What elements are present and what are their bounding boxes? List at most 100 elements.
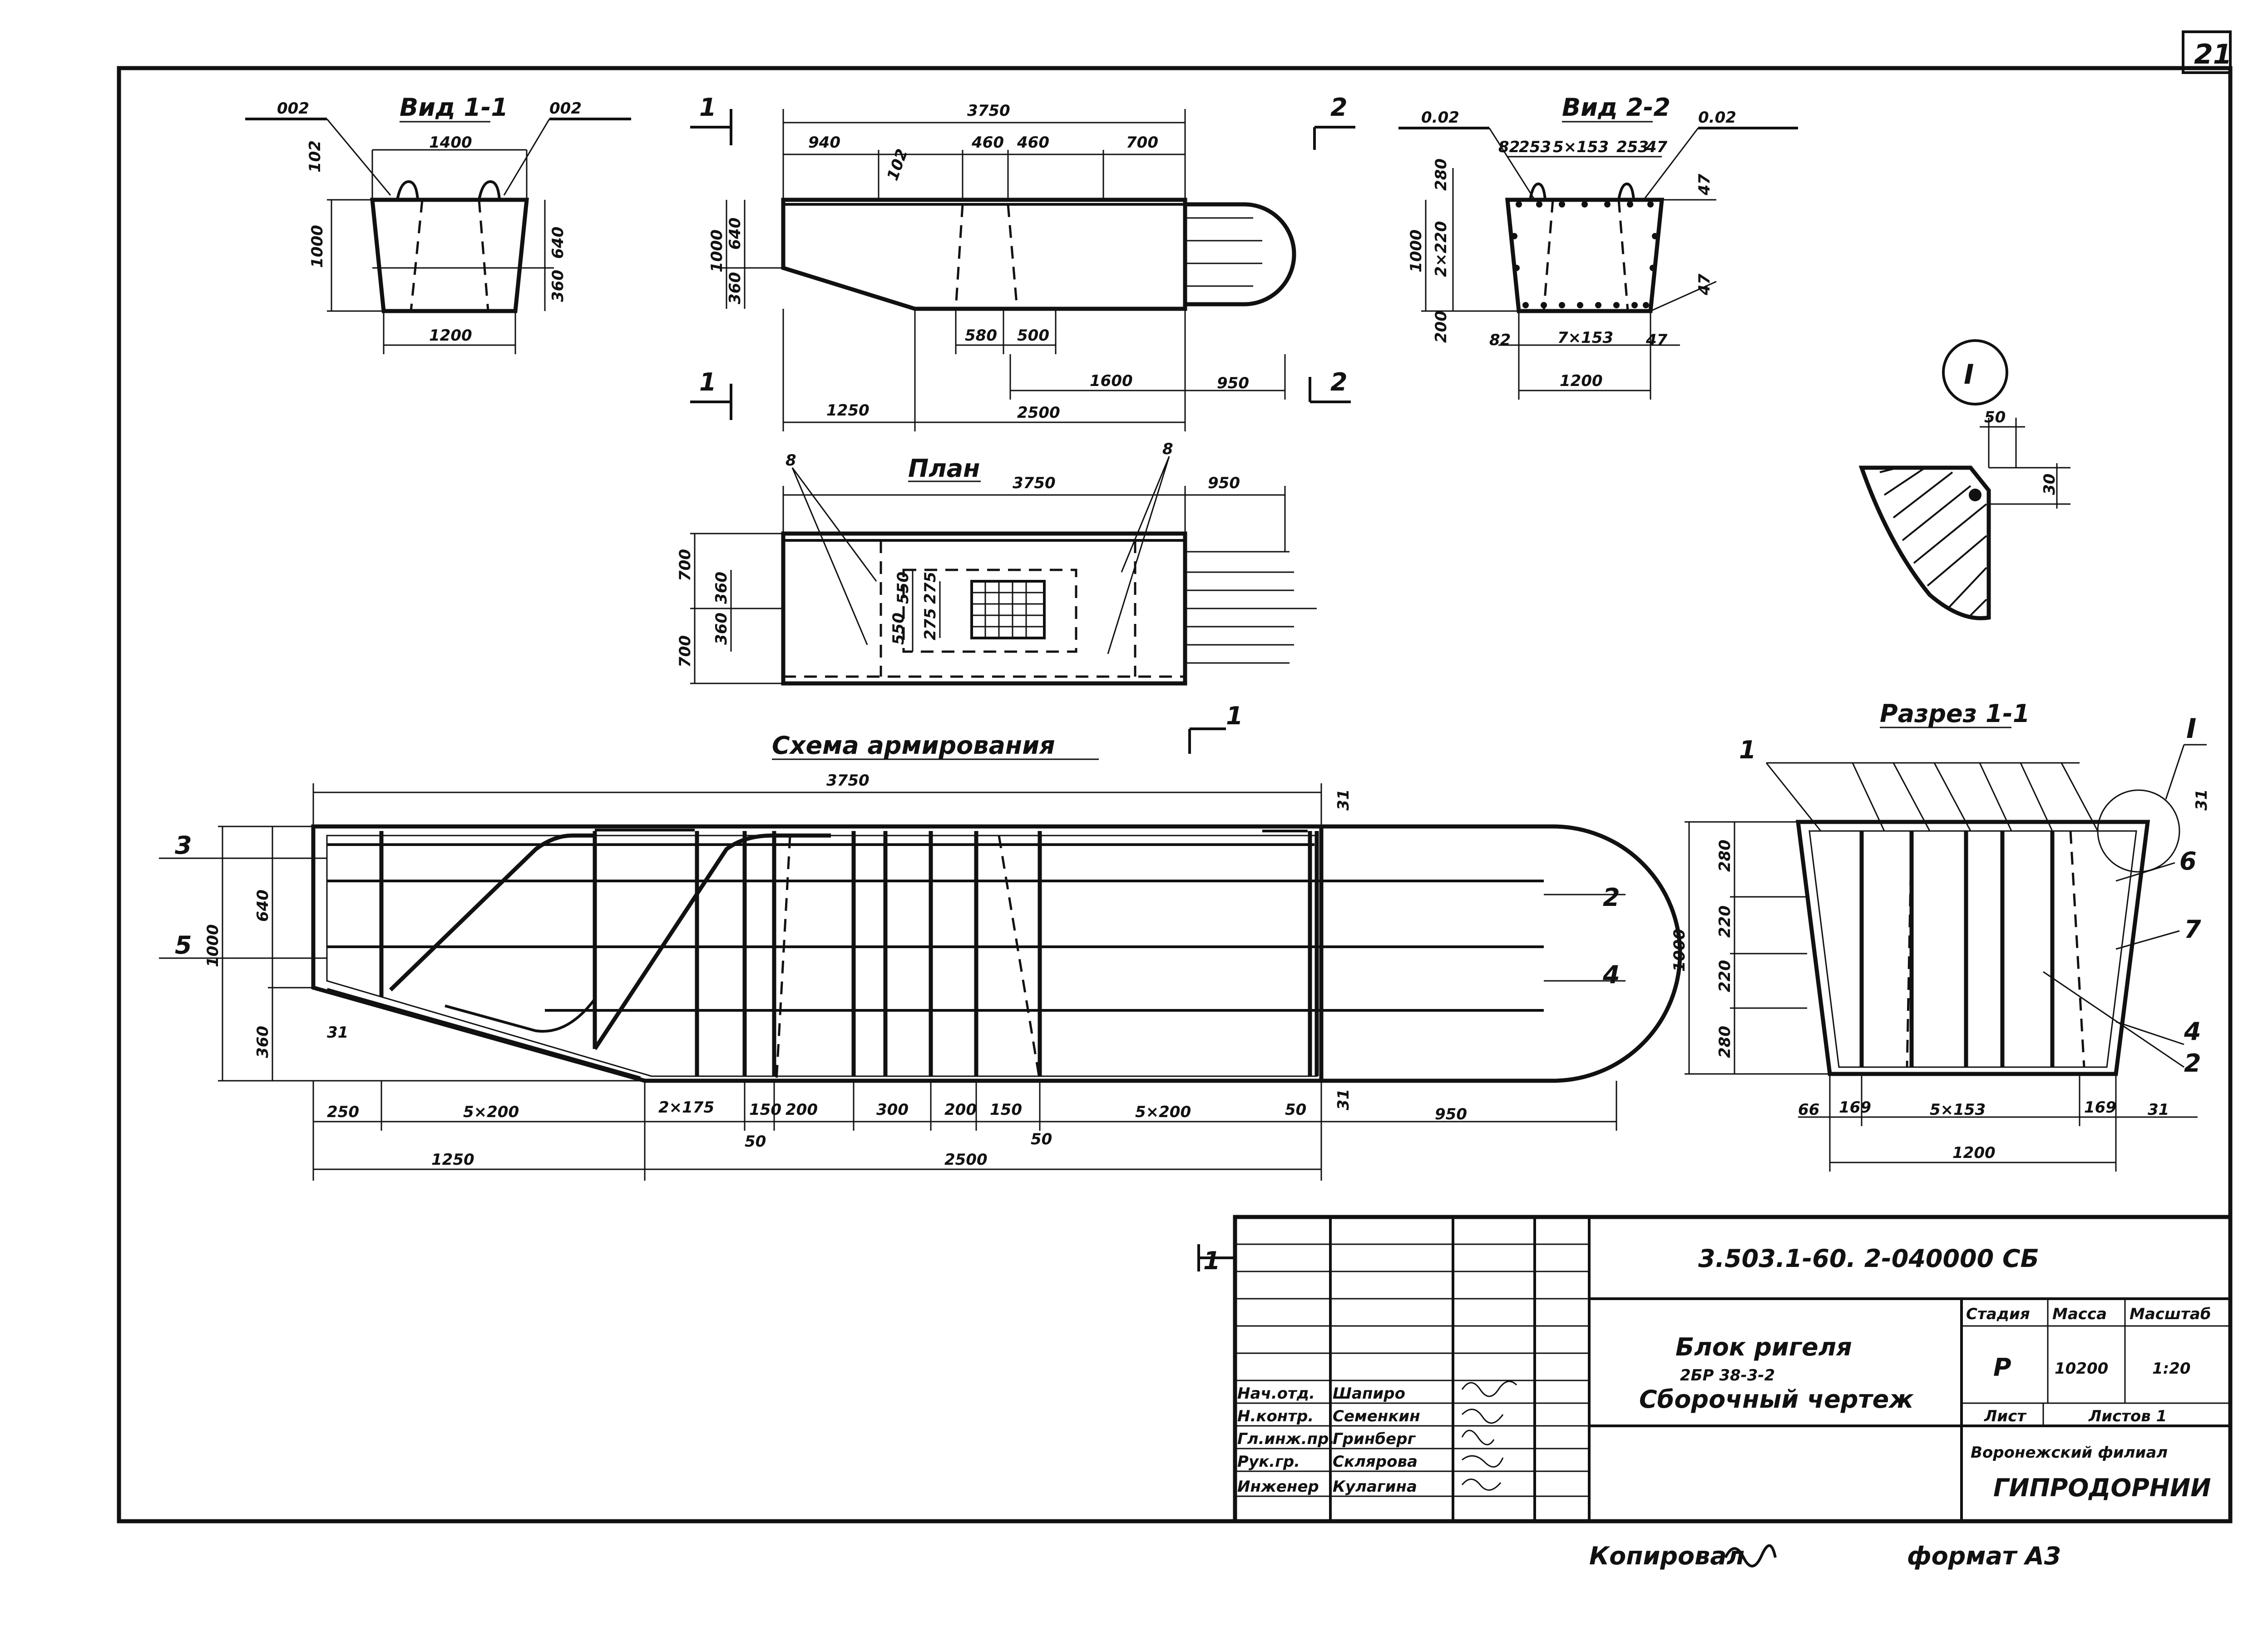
scheme-pos-2: 2: [1603, 883, 1620, 912]
plan-view: План 3750 950 700 700 360 360: [676, 440, 1317, 686]
section-mark-I: I: [2186, 713, 2196, 745]
reinforcement-scheme: Схема армирования 1 3750: [159, 702, 1682, 1181]
section-dim-280b: 280: [1716, 1026, 1734, 1058]
scheme-dim-950: 950: [1435, 1105, 1467, 1123]
signatures-table: Нач.отд. Шапиро Н.контр. Семенкин Гл.инж…: [1237, 1380, 1517, 1496]
scheme-dim-150a: 150: [749, 1101, 781, 1119]
view-2-2-rebar-dots: [1511, 201, 1658, 308]
view-2-2-d280: 280: [1432, 158, 1450, 191]
scheme-dim-31a: 31: [1334, 789, 1353, 811]
elev-dim-2500: 2500: [1017, 404, 1060, 422]
view-2-2-d47b: 47: [1695, 173, 1714, 196]
detail-I-dim-50: 50: [1984, 408, 2006, 426]
scheme-dim-5x200a: 5×200: [463, 1103, 519, 1121]
copied-label: Копировал: [1589, 1542, 1744, 1570]
section-pos-1: 1: [1739, 736, 1756, 764]
elev-dim-950: 950: [1217, 374, 1249, 392]
view-2-2-title: Вид 2-2: [1562, 93, 1670, 122]
section-1-1: Разрез 1-1 1 I 31 6 7 4: [1670, 699, 2211, 1172]
sheet-frame: 21: [117, 30, 2233, 1523]
role-4: Рук.гр.: [1237, 1453, 1300, 1471]
scheme-dim-31b: 31: [1334, 1089, 1353, 1110]
view-1-1: Вид 1-1 002 002 1400 1200 1000 640 360 1…: [245, 93, 631, 354]
section-dim-31b: 31: [2148, 1101, 2169, 1119]
section-mark-2-bottom: 2: [1330, 368, 1348, 396]
section-dim-169b: 169: [2084, 1098, 2116, 1117]
plan-title: План: [908, 454, 980, 483]
org-line2: ГИПРОДОРНИИ: [1993, 1474, 2211, 1502]
role-2: Н.контр.: [1237, 1407, 1314, 1425]
view-2-2-d47c: 47: [1695, 273, 1714, 296]
section-dim-169a: 169: [1839, 1098, 1871, 1117]
scheme-section-mark: 1: [1226, 702, 1243, 730]
section-dim-1000: 1000: [1670, 929, 1689, 972]
view-2-2-d1000: 1000: [1407, 229, 1425, 272]
scheme-dim-250: 250: [327, 1103, 359, 1121]
plan-dim-550b: 550: [889, 613, 908, 645]
drawing-name-line1: Блок ригеля: [1675, 1333, 1852, 1361]
section-mark-1-top: 1: [699, 93, 716, 122]
view-2-2-d200: 200: [1432, 311, 1450, 343]
role-5: Инженер: [1237, 1478, 1319, 1496]
mass-value: 10200: [2055, 1360, 2108, 1378]
name-1: Шапиро: [1333, 1385, 1405, 1403]
view-2-2-d7x153: 7×153: [1557, 329, 1613, 347]
detail-I-mark: I: [1964, 359, 1974, 391]
elev-dim-460b: 460: [1017, 134, 1049, 152]
scheme-dim-2500: 2500: [944, 1151, 988, 1169]
section-dim-31: 31: [2193, 789, 2211, 811]
footer-notes: Копировал формат А3: [1589, 1542, 2061, 1570]
elev-dim-102: 102: [884, 147, 912, 183]
section-dim-280a: 280: [1716, 840, 1734, 872]
view-2-2-d253b: 253: [1616, 138, 1649, 156]
plan-dim-700b: 700: [676, 635, 694, 668]
view-1-1-dim-height: 1000: [308, 225, 326, 268]
role-1: Нач.отд.: [1237, 1385, 1315, 1403]
elev-dim-640: 640: [726, 218, 744, 250]
scale-header: Масштаб: [2130, 1305, 2211, 1323]
elev-dim-1250: 1250: [826, 401, 870, 420]
view-2-2-mark-right: 0.02: [1698, 109, 1736, 127]
section-dim-66: 66: [1798, 1101, 1819, 1119]
name-2: Семенкин: [1333, 1407, 1420, 1425]
section-mark-2-top: 2: [1330, 93, 1348, 122]
name-3: Гринберг: [1333, 1430, 1416, 1448]
scheme-dim-2x175: 2×175: [658, 1098, 714, 1117]
title-block: 1 3.503.1-60. 2-040000 СБ Блок ригеля 2Б…: [1197, 1215, 2233, 1523]
elev-dim-total: 3750: [967, 102, 1010, 120]
view-2-2-d5x153: 5×153: [1553, 138, 1609, 156]
elev-dim-580: 580: [965, 326, 997, 345]
view-1-1-dim-upper: 640: [549, 227, 567, 259]
scheme-pos-3: 3: [175, 831, 192, 860]
plan-mark-left: 8: [786, 451, 796, 470]
scheme-dim-3750: 3750: [826, 772, 870, 790]
page-number: 21: [2194, 39, 2232, 70]
copied-signature: [1724, 1544, 1777, 1568]
scheme-dim-50c: 50: [1031, 1130, 1052, 1148]
view-1-1-mark-right: 002: [549, 99, 582, 118]
elevation-view: 1 1 2 2 3750 940 460 460 700 102: [690, 93, 1355, 431]
format-label: формат А3: [1907, 1542, 2061, 1570]
plan-mark-right: 8: [1162, 440, 1173, 458]
view-2-2-d82: 82: [1498, 138, 1520, 156]
org-line1: Воронежский филиал: [1971, 1444, 2168, 1462]
plan-dim-550a: 550: [894, 572, 912, 604]
elev-dim-700: 700: [1126, 134, 1158, 152]
sheets-label: Листов 1: [2088, 1407, 2167, 1425]
elev-dim-940: 940: [808, 134, 840, 152]
name-4: Склярова: [1333, 1453, 1418, 1471]
title-block-section-mark: 1: [1203, 1246, 1220, 1275]
view-2-2-d253a: 253: [1519, 138, 1551, 156]
scheme-dim-1250: 1250: [431, 1151, 474, 1169]
view-2-2-mark-left: 0.02: [1421, 109, 1459, 127]
view-2-2-d47: 47: [1645, 138, 1668, 156]
section-pos-4: 4: [2184, 1017, 2201, 1046]
drawing-name-line3: Сборочный чертеж: [1639, 1385, 1914, 1414]
elev-dim-500: 500: [1017, 326, 1049, 345]
view-1-1-dim-bottom: 1200: [429, 326, 472, 345]
section-dim-1200: 1200: [1952, 1144, 1996, 1162]
scheme-dim-200: 200: [786, 1101, 818, 1119]
plan-dim-275b: 275: [921, 608, 939, 640]
scheme-dim-50b: 50: [745, 1133, 766, 1151]
